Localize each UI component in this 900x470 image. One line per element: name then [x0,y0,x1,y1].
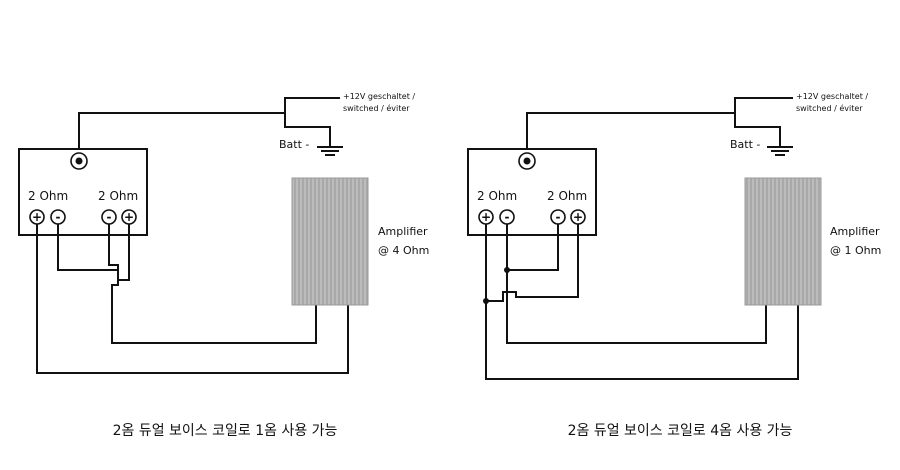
right-batt-label: Batt - [730,138,760,151]
right-amplifier-label: Amplifier [830,225,880,238]
right-power-note-line1: +12V geschaltet / [796,92,868,101]
left-power-note-line2: switched / éviter [343,103,410,113]
right-diagram: 2 Ohm 2 Ohm + - - + +12V geschaltet / sw… [467,92,881,439]
right-caption: 2옴 듀얼 보이스 코일로 4옴 사용 가능 [568,423,793,439]
right-remote-jack-icon [518,152,536,170]
right-wire-minus-a [506,224,559,271]
left-remote-jack-icon [70,152,88,170]
left-amplifier-label: Amplifier [378,225,428,238]
left-amplifier-block [291,177,369,306]
svg-text:-: - [107,210,112,224]
left-ground-wire [284,113,331,147]
right-coil-b-label: 2 Ohm [547,189,587,203]
svg-text:-: - [556,210,561,224]
left-coil-b-label: 2 Ohm [98,189,138,203]
right-terminal-plus-a: + [478,209,494,225]
right-wire-minus-out [506,270,767,344]
right-ground-wire [734,113,781,147]
svg-text:+: + [573,210,583,224]
right-terminal-plus-b: + [570,209,586,225]
right-wire-plus-b [486,224,579,302]
left-batt-label: Batt - [279,138,309,151]
svg-text:+: + [32,210,42,224]
right-terminal-minus-a: - [499,209,515,225]
svg-text:-: - [56,210,61,224]
left-caption: 2옴 듀얼 보이스 코일로 1옴 사용 가능 [113,423,338,439]
left-wire-minus-a [57,224,118,271]
left-amplifier-impedance: @ 4 Ohm [378,244,429,257]
left-diagram: 2 Ohm 2 Ohm + - - + +12V geschaltet / sw… [18,92,429,439]
right-junction-minus [504,267,510,273]
left-coil-a-label: 2 Ohm [28,189,68,203]
right-terminal-minus-b: - [550,209,566,225]
right-amplifier-impedance: @ 1 Ohm [830,244,881,257]
left-terminal-plus-a: + [29,209,45,225]
svg-text:+: + [481,210,491,224]
right-power-note-line2: switched / éviter [796,103,863,113]
left-wire-plus-b [118,224,130,281]
left-terminal-minus-a: - [50,209,66,225]
left-ground-symbol-icon [317,146,343,156]
right-coil-a-label: 2 Ohm [477,189,517,203]
right-amplifier-block [744,177,822,306]
svg-text:+: + [124,210,134,224]
right-ground-symbol-icon [767,146,793,156]
left-terminal-plus-b: + [121,209,137,225]
left-terminal-minus-b: - [101,209,117,225]
left-power-note-line1: +12V geschaltet / [343,92,415,101]
svg-text:-: - [505,210,510,224]
left-wire-minus-b [108,224,317,344]
right-junction-plus [483,298,489,304]
left-wire-plus-a [36,224,349,374]
